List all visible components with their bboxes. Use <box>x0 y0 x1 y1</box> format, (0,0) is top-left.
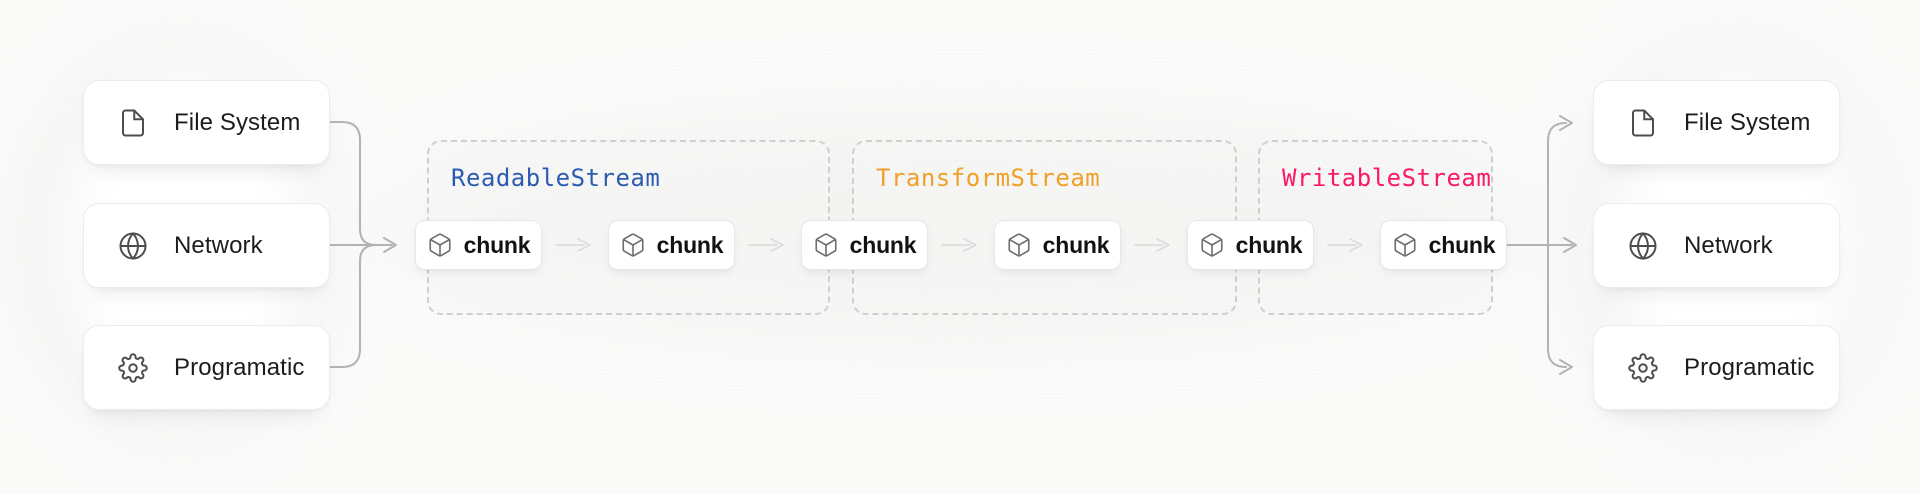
chunk-label: chunk <box>656 231 724 258</box>
chunk-label: chunk <box>849 231 917 258</box>
cube-icon <box>1394 233 1416 257</box>
chunk-box: chunk <box>608 220 735 270</box>
file-icon <box>122 109 144 136</box>
source-label: Programatic <box>174 353 305 381</box>
chunk-box: chunk <box>415 220 542 270</box>
source-card-file-system: File System <box>83 80 330 165</box>
gear-icon <box>1628 352 1658 383</box>
connector-line <box>1547 244 1567 368</box>
source-card-network: Network <box>83 203 330 288</box>
source-label: File System <box>174 108 301 136</box>
source-label: Network <box>174 231 263 259</box>
globe-icon <box>1629 231 1657 260</box>
chunk-box: chunk <box>994 220 1121 270</box>
globe-icon <box>119 231 147 260</box>
connector-line <box>1547 122 1567 246</box>
cube-icon <box>815 233 837 257</box>
source-card-programatic: Programatic <box>83 325 330 410</box>
destination-card-file-system: File System <box>1593 80 1840 165</box>
readable-stream-label: ReadableStream <box>451 164 661 192</box>
arrow-right-icon <box>1559 115 1573 131</box>
chunk-label: chunk <box>1428 231 1496 258</box>
gear-icon <box>118 352 148 383</box>
chunk-label: chunk <box>463 231 531 258</box>
cube-icon <box>429 233 451 257</box>
cube-icon <box>622 233 644 257</box>
chunk-box: chunk <box>801 220 928 270</box>
cube-icon <box>1008 233 1030 257</box>
destination-label: Network <box>1684 231 1773 259</box>
cube-icon <box>1201 233 1223 257</box>
connector-line <box>329 244 377 368</box>
writable-stream-label: WritableStream <box>1282 164 1492 192</box>
chunk-label: chunk <box>1235 231 1303 258</box>
destination-label: Programatic <box>1684 353 1815 381</box>
connector-line <box>329 121 377 246</box>
arrow-right-icon <box>1563 237 1577 253</box>
chunk-label: chunk <box>1042 231 1110 258</box>
transform-stream-label: TransformStream <box>876 164 1101 192</box>
destination-card-network: Network <box>1593 203 1840 288</box>
arrow-right-icon <box>1559 359 1573 375</box>
file-icon <box>1632 109 1654 136</box>
chunk-box: chunk <box>1380 220 1507 270</box>
chunk-box: chunk <box>1187 220 1314 270</box>
destination-card-programatic: Programatic <box>1593 325 1840 410</box>
arrow-right-icon <box>383 237 397 253</box>
destination-label: File System <box>1684 108 1811 136</box>
